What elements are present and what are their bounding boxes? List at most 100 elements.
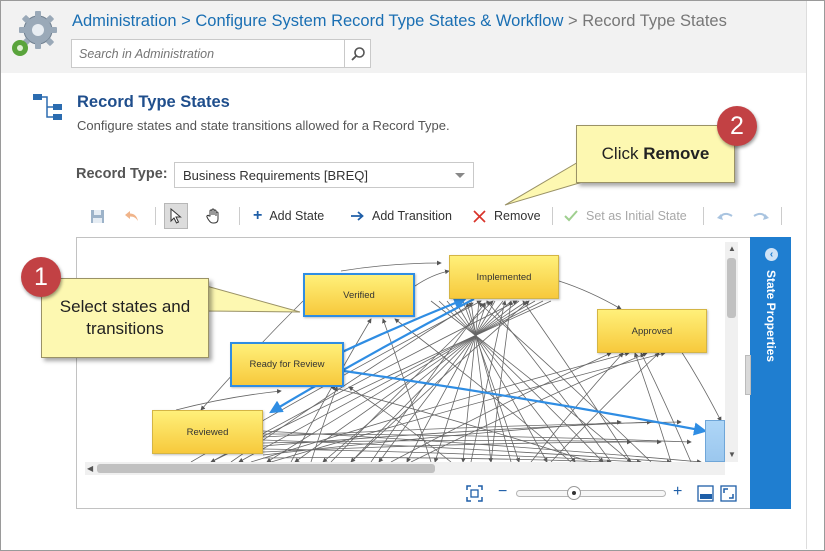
- add-state-label: Add State: [269, 209, 325, 223]
- transition-edge[interactable]: [640, 352, 692, 462]
- state-properties-panel[interactable]: ‹ State Properties: [745, 237, 791, 509]
- state-label: Approved: [631, 325, 673, 337]
- transition-edge[interactable]: [446, 300, 576, 462]
- transition-edge[interactable]: [382, 318, 432, 462]
- transition-edge[interactable]: [175, 389, 282, 411]
- diagram-vertical-scrollbar[interactable]: ▲ ▼: [725, 242, 738, 462]
- transition-edge[interactable]: [414, 269, 450, 287]
- add-transition-label: Add Transition: [372, 209, 452, 223]
- zoom-in-icon[interactable]: +: [673, 483, 683, 500]
- step-badge-one-number: 1: [34, 263, 48, 291]
- workflow-icon: [33, 94, 62, 120]
- search-input[interactable]: [72, 40, 344, 67]
- state-partial[interactable]: [705, 420, 725, 462]
- transition-edge[interactable]: [330, 385, 592, 462]
- pointer-icon: [170, 208, 182, 224]
- transition-edge[interactable]: [262, 419, 652, 447]
- rotate-left-icon: [717, 212, 733, 220]
- page-title: Record Type States: [77, 93, 230, 111]
- toolbar-separator: [781, 207, 782, 225]
- state-reviewed[interactable]: Reviewed: [152, 410, 263, 454]
- search-box: [71, 39, 371, 68]
- transition-edge[interactable]: [262, 419, 622, 456]
- transition-edge[interactable]: [454, 300, 548, 462]
- callout-select-states: Select states and transitions: [41, 278, 209, 358]
- selected-transition-ready-for-review[interactable]: [343, 369, 708, 436]
- transition-edge[interactable]: [262, 457, 612, 463]
- transition-edge[interactable]: [460, 300, 480, 462]
- transition-edge[interactable]: [250, 351, 630, 462]
- transition-edge[interactable]: [680, 350, 722, 422]
- scroll-down-icon[interactable]: ▼: [728, 450, 736, 459]
- undo-button[interactable]: [124, 203, 140, 229]
- record-type-select[interactable]: Business Requirements [BREQ]: [174, 162, 474, 188]
- fit-to-screen-icon[interactable]: [466, 485, 483, 502]
- fullscreen-icon[interactable]: [720, 485, 737, 502]
- diagram-toolbar: + Add State Add Transition Remove Set as…: [76, 203, 786, 229]
- save-button[interactable]: [90, 203, 105, 229]
- transition-edges[interactable]: [81, 241, 736, 462]
- actual-size-icon[interactable]: [697, 485, 714, 502]
- breadcrumb-administration[interactable]: Administration: [72, 12, 177, 30]
- transition-edge[interactable]: [410, 352, 648, 462]
- transition-edge[interactable]: [462, 300, 521, 462]
- hand-icon: [206, 208, 219, 224]
- page-subtitle: Configure states and state transitions a…: [77, 118, 450, 133]
- diagram-horizontal-scrollbar[interactable]: ◀: [85, 462, 725, 475]
- transition-edge[interactable]: [238, 300, 544, 462]
- transition-edge[interactable]: [558, 280, 622, 310]
- state-label: Implemented: [476, 271, 532, 283]
- zoom-slider[interactable]: [516, 490, 666, 497]
- state-verified[interactable]: Verified: [303, 273, 415, 317]
- remove-label: Remove: [494, 209, 541, 223]
- transition-edge[interactable]: [430, 300, 632, 462]
- transition-edge[interactable]: [340, 260, 442, 272]
- collapse-panel-icon[interactable]: ‹: [765, 248, 778, 261]
- rotate-left-button[interactable]: [717, 203, 734, 229]
- transition-edge[interactable]: [406, 300, 496, 462]
- save-icon: [91, 209, 104, 223]
- rotate-right-button[interactable]: [752, 203, 769, 229]
- toolbar-separator: [552, 207, 553, 225]
- transition-edge[interactable]: [294, 300, 528, 462]
- zoom-out-icon[interactable]: −: [498, 483, 508, 500]
- horizontal-scroll-thumb[interactable]: [97, 464, 435, 473]
- zoom-slider-handle[interactable]: [567, 486, 581, 500]
- remove-button[interactable]: Remove: [473, 203, 541, 229]
- transition-edge[interactable]: [322, 300, 520, 462]
- window-scrollbar[interactable]: [806, 1, 824, 549]
- transition-edge[interactable]: [465, 302, 512, 462]
- gears-icon: [12, 11, 57, 56]
- callout-two-bold: Remove: [643, 144, 710, 163]
- breadcrumb-configure-workflow[interactable]: > Configure System Record Type States & …: [181, 12, 564, 30]
- transition-edge[interactable]: [470, 300, 493, 462]
- transition-edge[interactable]: [634, 352, 672, 462]
- selected-transition-reviewed[interactable]: [269, 298, 475, 414]
- search-button[interactable]: [344, 40, 370, 67]
- transition-edge[interactable]: [394, 318, 572, 462]
- select-tool-button[interactable]: [164, 203, 188, 229]
- step-badge-one: 1: [21, 257, 61, 297]
- state-ready-for-review[interactable]: Ready for Review: [230, 342, 344, 387]
- scroll-left-icon[interactable]: ◀: [87, 464, 94, 473]
- add-state-button[interactable]: + Add State: [253, 203, 324, 229]
- state-implemented[interactable]: Implemented: [449, 255, 559, 299]
- breadcrumb: Administration > Configure System Record…: [72, 12, 727, 31]
- transition-edge[interactable]: [378, 300, 504, 462]
- vertical-scroll-thumb[interactable]: [727, 258, 736, 318]
- transition-edge[interactable]: [270, 351, 666, 462]
- transition-edge[interactable]: [390, 352, 612, 462]
- panel-resize-handle[interactable]: [745, 355, 751, 395]
- callout-two-prefix: Click: [601, 144, 644, 163]
- state-approved[interactable]: Approved: [597, 309, 707, 353]
- set-initial-state-button[interactable]: Set as Initial State: [564, 203, 687, 229]
- record-type-label: Record Type:: [76, 166, 168, 182]
- set-initial-state-label: Set as Initial State: [586, 209, 687, 223]
- scroll-up-icon[interactable]: ▲: [728, 244, 736, 253]
- transition-edge[interactable]: [310, 386, 338, 462]
- pan-tool-button[interactable]: [206, 203, 220, 229]
- chevron-down-icon: [455, 173, 465, 178]
- callout-one-text: Select states and transitions: [59, 297, 191, 338]
- add-transition-button[interactable]: Add Transition: [350, 203, 452, 229]
